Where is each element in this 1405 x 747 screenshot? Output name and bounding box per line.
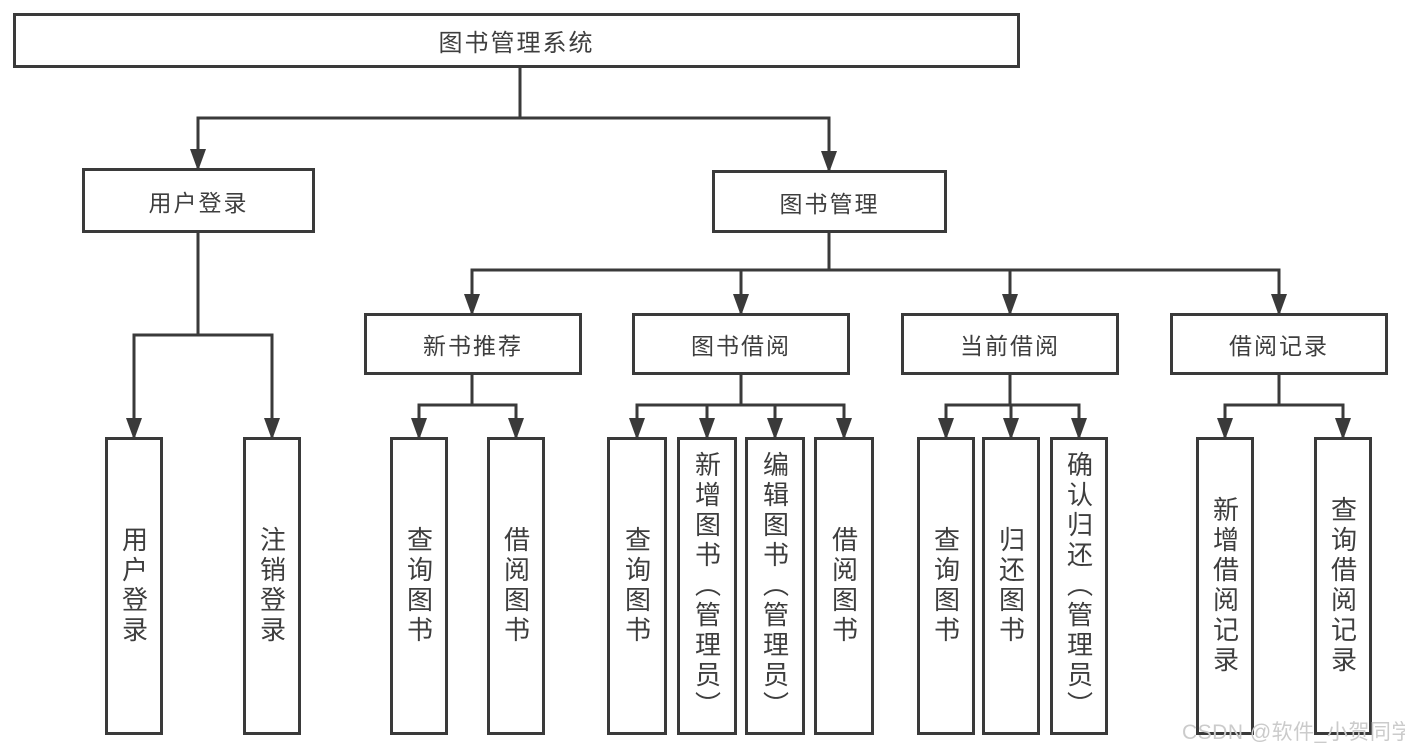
node-label: 查询借阅记录 (1327, 496, 1358, 676)
node-label: 新增借阅记录 (1209, 496, 1240, 676)
leaf-borrow-books-recommend: 借阅图书 (487, 437, 545, 735)
leaf-user-login: 用户登录 (105, 437, 163, 735)
leaf-logout: 注销登录 (243, 437, 301, 735)
node-label: 图书管理 (779, 190, 880, 217)
node-book-borrow: 图书借阅 (632, 313, 850, 375)
node-label: 用户登录 (118, 526, 149, 646)
node-label: 查询图书 (403, 526, 434, 646)
leaf-borrow-books: 借阅图书 (814, 437, 874, 735)
node-label: 归还图书 (995, 526, 1026, 646)
node-book-management: 图书管理 (712, 170, 947, 233)
leaf-query-books-recommend: 查询图书 (390, 437, 448, 735)
leaf-query-books-current: 查询图书 (917, 437, 975, 735)
node-label: 确认归还（管理员） (1063, 451, 1094, 721)
node-label: 新增图书（管理员） (691, 451, 722, 721)
node-borrow-records: 借阅记录 (1170, 313, 1388, 375)
node-label: 图书借阅 (691, 333, 791, 359)
leaf-edit-books-admin: 编辑图书（管理员） (745, 437, 805, 735)
node-label: 查询图书 (930, 526, 961, 646)
node-label: 用户登录 (148, 189, 249, 216)
node-label: 借阅图书 (500, 526, 531, 646)
node-label: 借阅图书 (828, 526, 859, 646)
node-label: 查询图书 (621, 526, 652, 646)
node-current-borrow: 当前借阅 (901, 313, 1119, 375)
leaf-return-books: 归还图书 (982, 437, 1040, 735)
leaf-add-books-admin: 新增图书（管理员） (677, 437, 737, 735)
node-new-book-recommend: 新书推荐 (364, 313, 582, 375)
node-label: 图书管理系统 (438, 30, 595, 57)
node-user-login: 用户登录 (82, 168, 315, 233)
node-label: 当前借阅 (960, 333, 1060, 359)
leaf-add-borrow-record: 新增借阅记录 (1196, 437, 1254, 735)
watermark: CSDN @软件_小贺同学 (1182, 721, 1405, 744)
node-root: 图书管理系统 (13, 13, 1020, 68)
leaf-query-borrow-record: 查询借阅记录 (1314, 437, 1372, 735)
leaf-query-books-borrow: 查询图书 (607, 437, 667, 735)
node-label: 编辑图书（管理员） (759, 451, 790, 721)
node-label: 新书推荐 (423, 333, 523, 359)
leaf-confirm-return-admin: 确认归还（管理员） (1050, 437, 1108, 735)
node-label: 注销登录 (256, 526, 287, 646)
node-label: 借阅记录 (1229, 333, 1329, 359)
